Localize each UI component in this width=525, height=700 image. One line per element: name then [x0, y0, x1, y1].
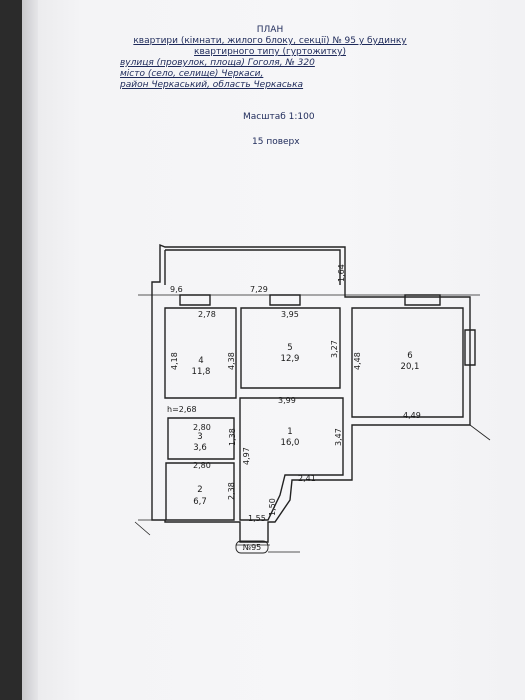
window-2	[269, 294, 301, 306]
floor-label: 15 поверх	[252, 137, 300, 147]
room-3-area: 3,6	[193, 443, 207, 453]
header-line-5: район Черкаський, область Черкаська	[120, 80, 304, 90]
dim-3-99: 3,99	[278, 396, 296, 405]
room-4-area: 11,8	[192, 367, 211, 377]
apartment-tag: №95	[243, 543, 262, 552]
wall-room-6	[351, 307, 464, 418]
dim-9-6: 9,6	[170, 285, 183, 294]
wall-room-1	[239, 397, 344, 521]
header-line-4: місто (село, селище) Черкаси,	[120, 69, 264, 79]
room-6-area: 20,1	[401, 362, 420, 372]
room-6-number: 6	[407, 351, 412, 361]
dim-2-78: 2,78	[198, 310, 216, 319]
dim-7-29: 7,29	[250, 285, 268, 294]
room-1-area: 16,0	[281, 438, 300, 448]
document-page	[22, 0, 525, 700]
header-line-1: квартири (кімнати, жилого блоку, секції)…	[133, 36, 407, 46]
room-2-number: 2	[197, 485, 202, 495]
page-gutter	[22, 0, 38, 700]
dim-h-2-68: h=2,68	[167, 405, 197, 414]
dim-2-80-bottom: 2,80	[193, 461, 211, 470]
wall-room-4	[164, 307, 237, 399]
header-line-2: квартирного типу (гуртожитку)	[194, 47, 346, 57]
dim-3-47: 3,47	[334, 428, 343, 446]
balcony	[164, 249, 341, 285]
dim-3-27: 3,27	[330, 340, 339, 358]
plan-title: ПЛАН	[256, 25, 284, 35]
dim-4-18: 4,18	[170, 352, 179, 370]
dim-2-80-top: 2,80	[193, 423, 211, 432]
apartment-tag-box	[235, 540, 269, 554]
dim-1-64: 1,64	[337, 264, 346, 282]
dim-4-48: 4,48	[353, 352, 362, 370]
scale-label: Масштаб 1:100	[243, 112, 315, 122]
room-2-area: 6,7	[193, 497, 207, 507]
wall-room-5	[240, 307, 341, 389]
header-line-3: вулиця (провулок, площа) Гоголя, № 320	[120, 58, 315, 68]
dim-1-50: 1,50	[268, 498, 277, 516]
document-header: ПЛАН квартири (кімнати, жилого блоку, се…	[120, 25, 420, 91]
room-1-number: 1	[287, 427, 292, 437]
window-1	[179, 294, 211, 306]
dim-1-38: 1,38	[228, 428, 237, 446]
dim-4-49: 4,49	[403, 411, 421, 420]
dim-2-38: 2,38	[227, 482, 236, 500]
dim-4-97: 4,97	[242, 447, 251, 465]
dim-2-41: 2,41	[298, 474, 316, 483]
room-5-area: 12,9	[281, 354, 300, 364]
wall-room-2	[165, 462, 235, 521]
dim-1-55: 1,55	[248, 514, 266, 523]
dim-3-95: 3,95	[281, 310, 299, 319]
room-5-number: 5	[287, 343, 292, 353]
dim-lines	[134, 294, 491, 553]
dim-4-38: 4,38	[227, 352, 236, 370]
wall-room-3	[167, 417, 235, 460]
room-4-number: 4	[198, 356, 203, 366]
window-4	[464, 329, 476, 366]
outer-wall	[151, 243, 471, 543]
room-3-number: 3	[197, 432, 202, 442]
